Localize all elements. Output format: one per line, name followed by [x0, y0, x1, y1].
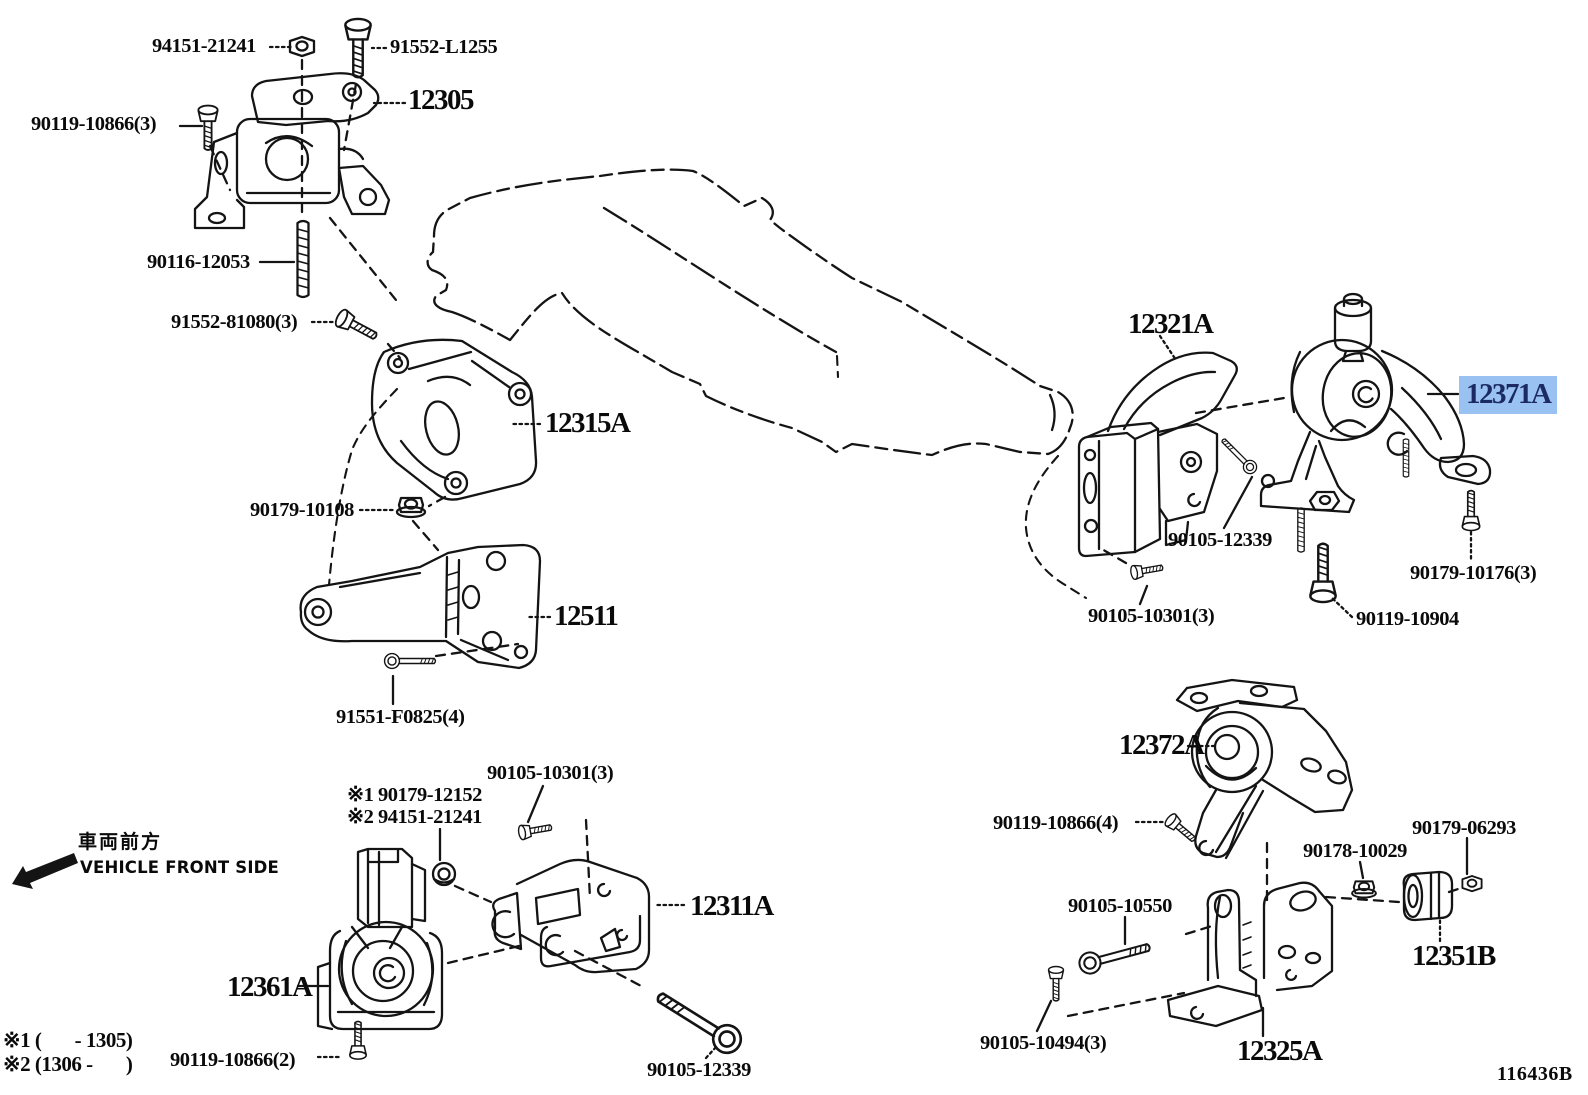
part-label-91552-L1255[interactable]: 91552-L1255	[390, 36, 498, 58]
part-label-90119-10866-4[interactable]: 90119-10866(4)	[993, 812, 1119, 834]
vehicle-front-note-en: VEHICLE FRONT SIDE	[80, 858, 280, 877]
bolt-90119-10904[interactable]	[1309, 542, 1337, 604]
part-label-12315A[interactable]: 12315A	[545, 407, 631, 439]
vehicle-front-arrow	[12, 853, 78, 889]
part-label-90178-10029[interactable]: 90178-10029	[1303, 840, 1407, 862]
nut-90179-06293[interactable]	[1461, 875, 1483, 893]
footnote-1: ※1 ( - 1305)	[3, 1028, 133, 1052]
bolt-90105-12339-right[interactable]	[1217, 434, 1260, 477]
part-label-90105-10301-3-r[interactable]: 90105-10301(3)	[1088, 605, 1215, 627]
part-drawing-12321A[interactable]	[1077, 351, 1238, 558]
part-label-12371A[interactable]: 12371A	[1459, 376, 1558, 414]
bolt-91551-F0825-4[interactable]	[383, 652, 437, 670]
part-drawing-12351B[interactable]	[1402, 870, 1454, 922]
bolt-90105-10494-3[interactable]	[1047, 965, 1065, 1002]
part-label-94151-21241[interactable]: 94151-21241	[152, 35, 256, 57]
part-drawing-12311A[interactable]	[491, 858, 651, 974]
part-label-91552-81080-3[interactable]: 91552-81080(3)	[171, 311, 298, 333]
part-drawing-12372A[interactable]	[1175, 678, 1354, 860]
part-label-90105-10494-3[interactable]: 90105-10494(3)	[980, 1032, 1107, 1054]
bolt-90105-10550[interactable]	[1076, 935, 1154, 977]
part-drawing-12315A[interactable]	[370, 338, 538, 501]
bolt-90105-10301-3-right[interactable]	[1129, 559, 1165, 581]
part-label-90179-06293[interactable]: 90179-06293	[1412, 817, 1516, 839]
vehicle-front-note-jp: 車両前方	[78, 831, 163, 853]
part-label-note-94151-21241[interactable]: ※2 94151-21241	[347, 806, 482, 828]
stud-detail-left	[1297, 507, 1305, 553]
part-label-90105-10550[interactable]: 90105-10550	[1068, 895, 1172, 917]
nut-94151-21241-top[interactable]	[288, 35, 316, 58]
part-label-12321A[interactable]: 12321A	[1128, 308, 1214, 340]
part-label-90179-10176-3[interactable]: 90179-10176(3)	[1410, 562, 1537, 584]
bolt-90105-10301-3-bottom[interactable]	[516, 819, 554, 841]
part-label-90119-10866-3[interactable]: 90119-10866(3)	[31, 113, 157, 135]
part-drawing-12511[interactable]	[299, 543, 542, 670]
part-label-note-90179-12152[interactable]: ※1 90179-12152	[347, 784, 482, 806]
figure-code: 116436B	[1497, 1063, 1573, 1085]
part-drawing-12361A[interactable]	[316, 847, 444, 1031]
part-drawing-12305[interactable]	[193, 72, 391, 230]
part-label-12325A[interactable]: 12325A	[1237, 1035, 1323, 1067]
part-label-90116-12053[interactable]: 90116-12053	[147, 251, 250, 273]
part-label-12311A[interactable]: 12311A	[690, 890, 774, 922]
part-label-12305[interactable]: 12305	[408, 84, 475, 116]
leader-lines	[178, 45, 1473, 1060]
part-label-90119-10904[interactable]: 90119-10904	[1356, 608, 1459, 630]
part-drawing-12371A[interactable]	[1259, 292, 1492, 514]
nut-94151-21241-bottom[interactable]	[431, 861, 457, 887]
part-label-12361A[interactable]: 12361A	[227, 971, 313, 1003]
footnote-2: ※2 (1306 - )	[3, 1052, 133, 1076]
bolt-90105-12339-bottom[interactable]	[650, 983, 748, 1060]
bolt-90119-10866-2[interactable]	[349, 1020, 367, 1060]
stud-detail-right	[1402, 438, 1410, 478]
bolt-91552-L1255[interactable]	[344, 17, 372, 79]
bolt-90119-10866-4[interactable]	[1162, 811, 1200, 847]
part-label-90119-10866-2[interactable]: 90119-10866(2)	[170, 1049, 296, 1071]
nut-90178-10029[interactable]	[1351, 880, 1377, 899]
assembly-dash-lines	[208, 58, 1463, 1018]
part-drawing-12325A[interactable]	[1166, 881, 1334, 1028]
nut-90179-10108[interactable]	[395, 496, 427, 519]
stud-90116-12053[interactable]	[296, 219, 310, 299]
part-label-12351B[interactable]: 12351B	[1412, 940, 1496, 972]
part-label-90105-10301-3-b[interactable]: 90105-10301(3)	[487, 762, 614, 784]
part-label-90179-10108[interactable]: 90179-10108	[250, 499, 354, 521]
part-label-90105-12339-r[interactable]: 90105-12339	[1168, 529, 1272, 551]
part-label-12372A[interactable]: 12372A	[1119, 729, 1205, 761]
bolt-91552-81080-3[interactable]	[332, 306, 382, 346]
fastener-drawings	[197, 17, 1483, 1060]
bolt-90179-10176-3[interactable]	[1461, 489, 1481, 532]
engine-outline	[327, 168, 1088, 600]
part-label-90105-12339-b[interactable]: 90105-12339	[647, 1059, 751, 1081]
part-label-12511[interactable]: 12511	[554, 600, 619, 632]
part-label-91551-F0825-4[interactable]: 91551-F0825(4)	[336, 706, 465, 728]
